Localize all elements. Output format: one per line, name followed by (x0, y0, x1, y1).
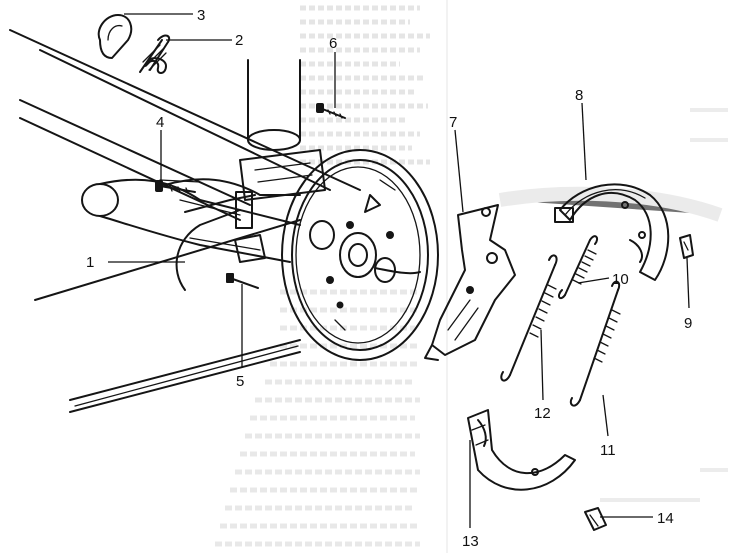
callout-7: 7 (449, 114, 457, 131)
hose-clip (226, 273, 259, 289)
callout-4: 4 (156, 114, 164, 131)
callout-2: 2 (235, 32, 243, 49)
short-spring-10 (558, 235, 599, 300)
adjuster-lever-7 (424, 204, 516, 361)
retaining-clip-9 (679, 234, 694, 259)
brake-shoe-upper-8 (554, 183, 670, 281)
trailing-arm (81, 178, 301, 263)
brake-hose (184, 191, 266, 263)
wheel-cylinder-bolt (316, 103, 346, 119)
backing-plate (281, 149, 439, 361)
small-clip-14 (584, 507, 607, 531)
brake-pipe (159, 178, 301, 291)
cap-part-3 (97, 14, 133, 59)
callout-1: 1 (86, 254, 94, 271)
callout-5: 5 (236, 373, 244, 390)
leader-lines (108, 13, 690, 528)
long-spring-11 (569, 280, 621, 407)
brake-shoe-lower-13 (467, 409, 576, 491)
callout-labels: 1 2 3 4 5 6 7 8 9 10 11 12 13 14 (86, 7, 692, 550)
callout-12: 12 (534, 405, 551, 422)
long-spring-12 (500, 254, 558, 382)
callout-8: 8 (575, 87, 583, 104)
callout-14: 14 (657, 510, 674, 527)
callout-9: 9 (684, 315, 692, 332)
callout-13: 13 (462, 533, 479, 550)
callout-10: 10 (612, 271, 629, 288)
callout-3: 3 (197, 7, 205, 24)
callout-6: 6 (329, 35, 337, 52)
axle-beam (9, 29, 361, 413)
bleed-valve-bolt (155, 180, 196, 194)
callout-11: 11 (600, 442, 616, 459)
shock-absorber (239, 59, 326, 201)
